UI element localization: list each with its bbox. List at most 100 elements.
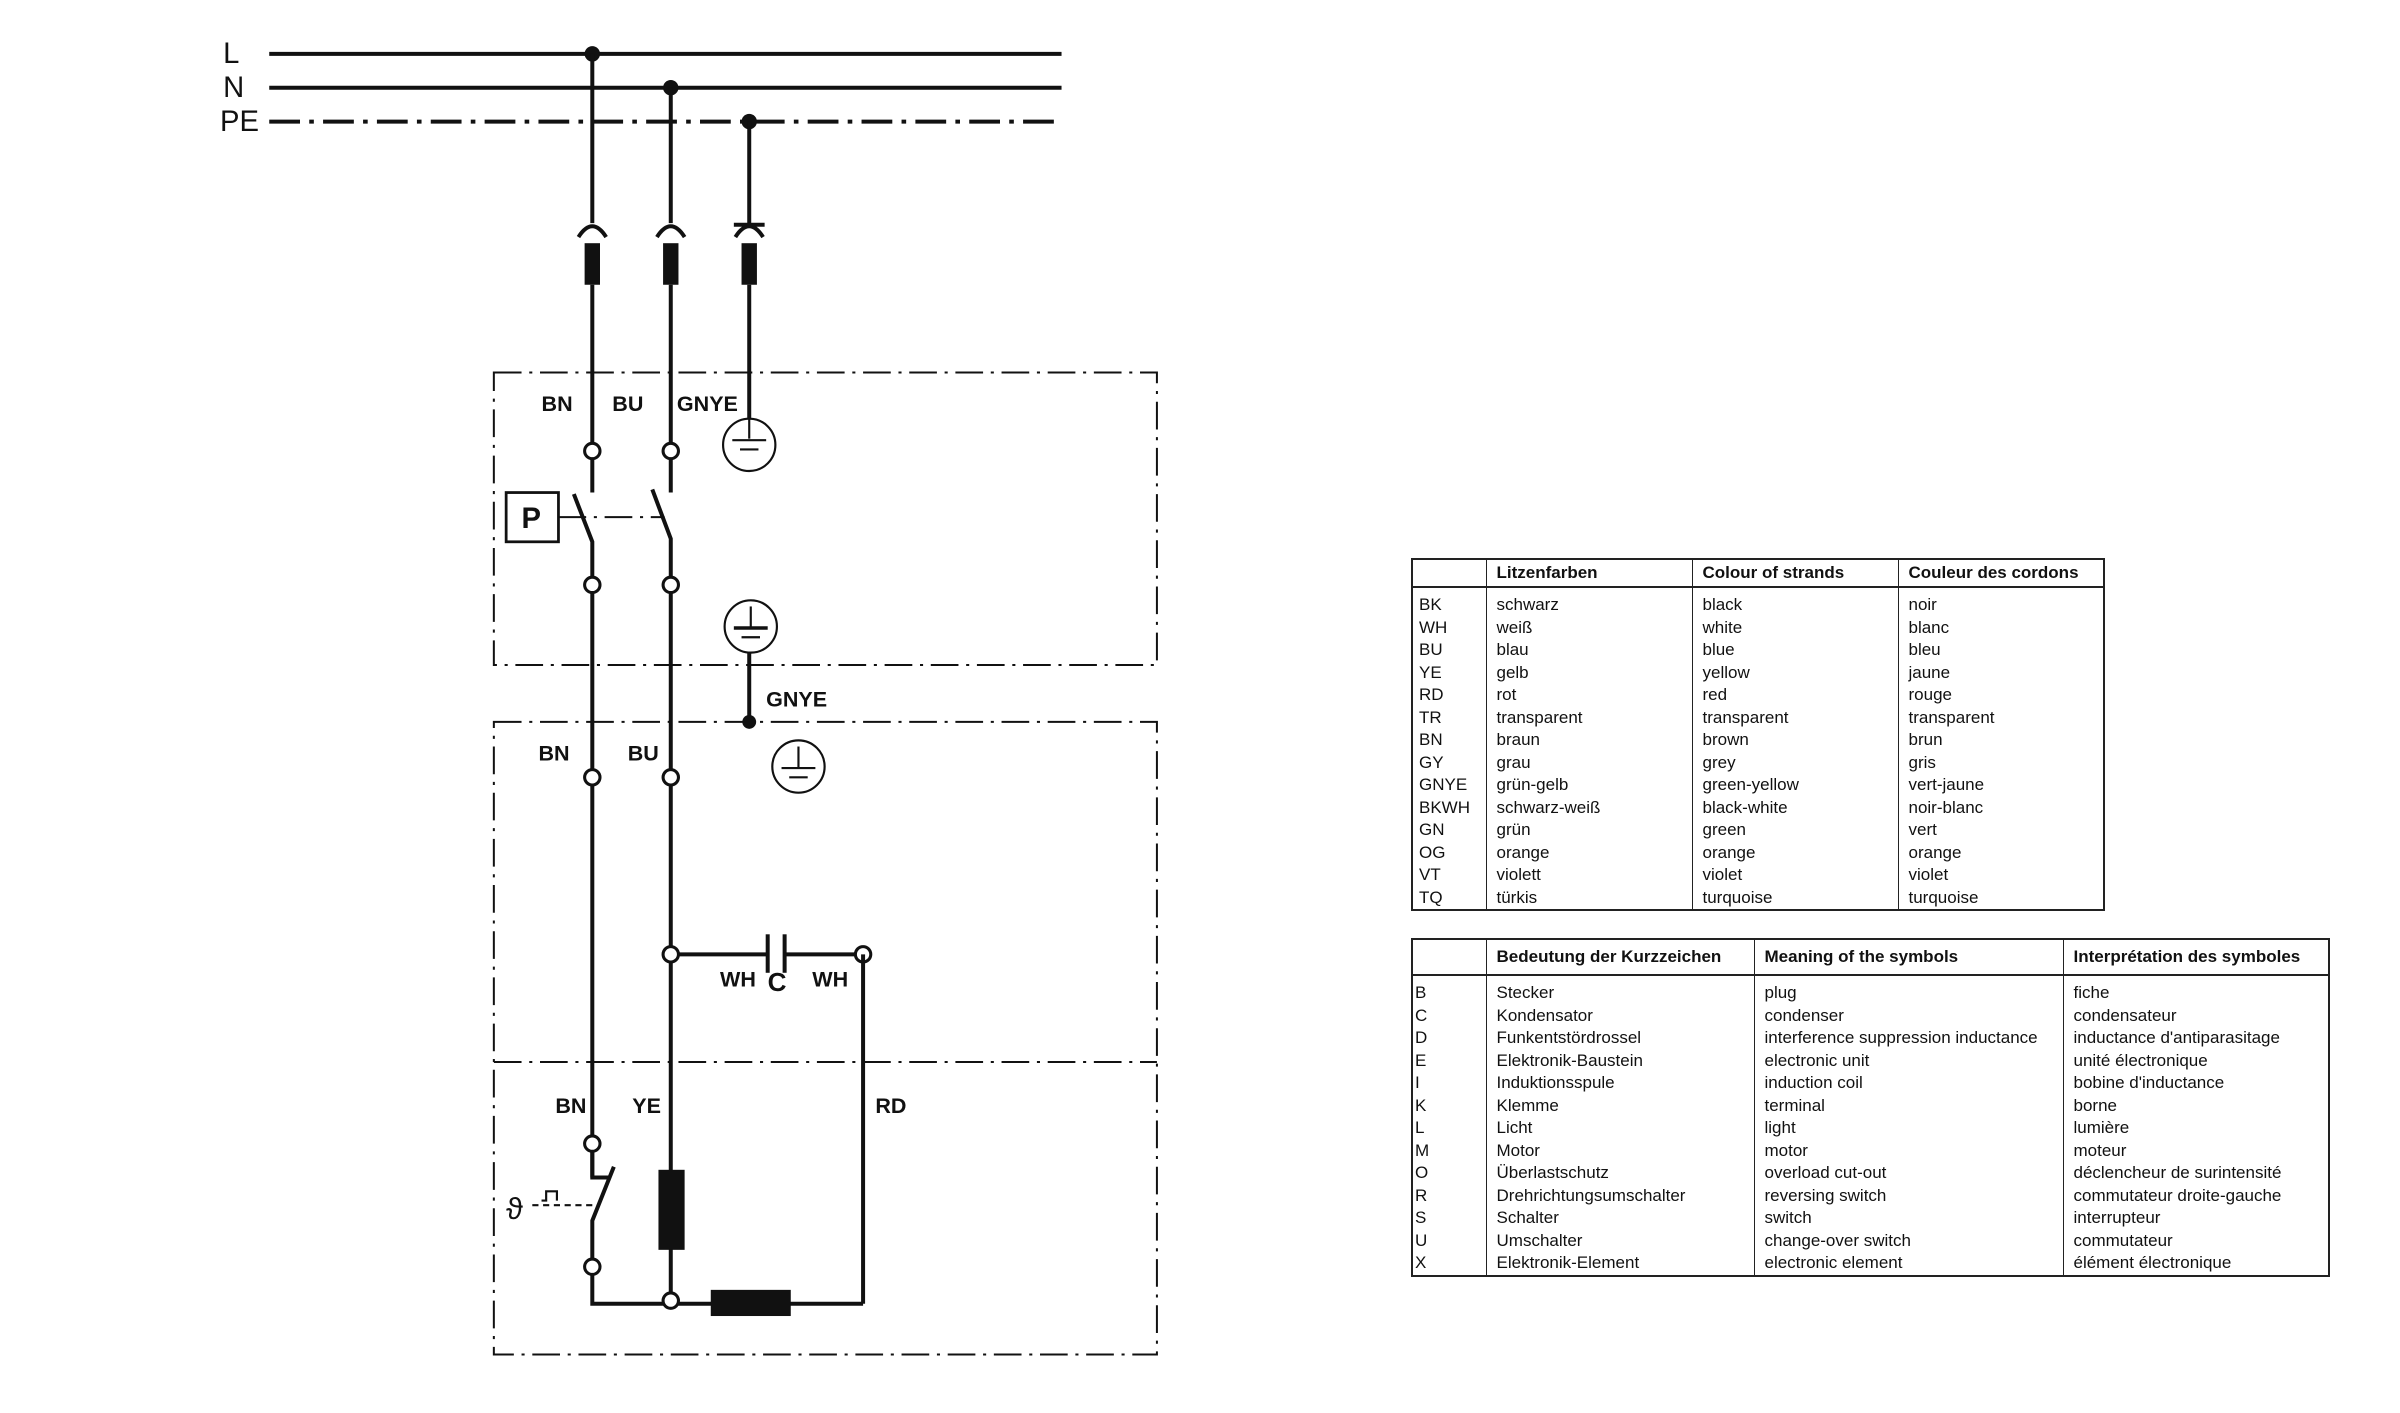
table-cell: vert [1897,819,2104,842]
table-cell: Licht [1485,1117,1754,1140]
table-cell: orange [1485,841,1692,864]
table-cell: electronic unit [1753,1049,2063,1072]
table-cell: grau [1485,751,1692,774]
wire-label: GNYE [766,687,827,711]
wire-label: BN [538,741,569,765]
code-cell: BU [1419,640,1443,659]
terminal [583,1134,602,1153]
code-cell: BK [1419,595,1442,614]
terminal [583,1257,602,1277]
table-cell: Drehrichtungsumschalter [1485,1184,1754,1207]
motor-winding-main [658,1169,685,1250]
bus-label-n: N [223,72,244,104]
motor-winding-aux [710,1289,791,1317]
wire-label: WH [720,968,756,992]
plug-connectors [576,53,765,285]
code-cell: C [1415,1005,1428,1025]
table-cell: electronic element [1753,1252,2063,1276]
table-cell: turquoise [1691,886,1898,910]
table-cell: bleu [1897,639,2104,662]
code-cell: B [1415,983,1427,1002]
table-cell: grün-gelb [1485,774,1692,797]
table-header-row: Litzenfarben Colour of strands Couleur d… [1412,559,2104,588]
table-cell: Kondensator [1485,1004,1754,1027]
table-cell: black-white [1691,796,1898,819]
code-cell: WH [1419,617,1448,637]
earth-symbol-icon [722,417,777,473]
table-cell: Elektronik-Baustein [1485,1049,1754,1072]
table-cell: change-over switch [1753,1229,2063,1252]
plug-arc-icon [576,224,608,239]
table-header-row: Bedeutung der Kurzzeichen Meaning of the… [1412,939,2329,976]
thermal-step-icon [541,1190,558,1202]
table-cell: interrupteur [2062,1207,2329,1230]
table-cell: gelb [1485,661,1692,684]
table-cell: transparent [1897,706,2104,729]
terminal [583,441,602,461]
table-cell: Klemme [1485,1094,1754,1117]
code-cell: YE [1419,662,1442,682]
table-cell: blau [1485,639,1692,662]
table-cell: Schalter [1485,1207,1754,1230]
plug-earth-icon [733,222,765,239]
table-cell: grey [1691,751,1898,774]
table-cell: green-yellow [1691,774,1898,797]
table-cell: rouge [1897,684,2104,707]
table-cell: transparent [1485,706,1692,729]
wire-label: BN [542,392,573,416]
column-header [1412,559,1486,588]
wire-label: WH [812,968,848,992]
column-header [1412,939,1486,976]
table-cell: plug [1753,975,2063,1005]
table-cell: élément électronique [2062,1252,2329,1276]
capacitor-label: C [768,967,787,997]
table-cell: brown [1691,729,1898,752]
earth-symbol-icon [723,599,779,654]
junction [742,714,757,729]
code-cell: L [1415,1118,1425,1137]
enclosure-motor-unit [492,720,1158,1356]
table-cell: blue [1691,639,1898,662]
table-cell: commutateur droite-gauche [2062,1184,2329,1207]
table-cell: interference suppression inductance [1753,1027,2063,1050]
table-cell: vert-jaune [1897,774,2104,797]
plug-pin [663,243,679,285]
table-cell: green [1691,819,1898,842]
table-cell: Stecker [1485,975,1754,1005]
code-cell: RD [1419,685,1444,704]
table-cell: violet [1897,864,2104,887]
table-cell: rot [1485,684,1692,707]
table-cell: blanc [1897,616,2104,639]
table-cell: overload cut-out [1753,1162,2063,1185]
code-cell: R [1415,1185,1428,1205]
terminal [661,1291,681,1310]
table-cell: Motor [1485,1139,1754,1162]
table-cell: brun [1897,729,2104,752]
bus-bars: L N PE [220,38,1062,138]
plug-arc-icon [655,224,687,239]
table-cell: Induktionsspule [1485,1072,1754,1095]
column-header: Couleur des cordons [1897,559,2104,588]
code-cell: S [1415,1208,1427,1227]
earth-symbol-icon [771,739,826,794]
meaning-of-symbols-table: Bedeutung der Kurzzeichen Meaning of the… [1411,938,2330,1277]
table-cell: transparent [1691,706,1898,729]
table-cell: light [1753,1117,2063,1140]
code-cell: O [1415,1163,1429,1182]
table-cell: gris [1897,751,2104,774]
